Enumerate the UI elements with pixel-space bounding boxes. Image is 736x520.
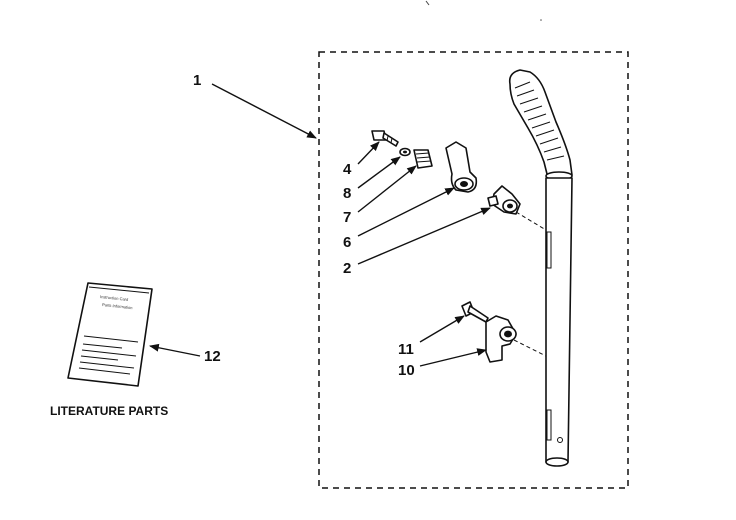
- callout-4: 4: [343, 161, 352, 178]
- booklet-title-line2: Parts Information: [102, 302, 133, 310]
- screw-part-11: [461, 301, 489, 323]
- clamp-part-2: [487, 185, 521, 215]
- bracket-part-10: [485, 315, 517, 363]
- callout-10: 10: [398, 362, 415, 379]
- leader-1: [211, 83, 317, 139]
- assembly-line-lower: [513, 339, 547, 357]
- leader-8: [357, 156, 401, 189]
- leader-11: [419, 315, 465, 343]
- leader-10: [419, 348, 487, 367]
- literature-booklet: Instruction Card Parts Information: [67, 282, 153, 387]
- booklet-title-line1: Instruction Card: [100, 294, 129, 302]
- leader-4: [357, 141, 380, 165]
- literature-parts-label: LITERATURE PARTS: [50, 404, 168, 418]
- callout-2: 2: [343, 260, 351, 277]
- callout-7: 7: [343, 209, 351, 226]
- release-lever-part-6: [445, 141, 478, 193]
- stray-mark: [425, 0, 430, 6]
- spring-part-7: [413, 149, 433, 169]
- callout-12: 12: [204, 348, 221, 365]
- leader-6: [357, 187, 455, 237]
- callout-6: 6: [343, 234, 351, 251]
- leader-7: [357, 165, 417, 213]
- kit-boundary: [318, 51, 629, 489]
- leader-12: [149, 343, 201, 357]
- stray-dot: [540, 19, 542, 21]
- callout-8: 8: [343, 185, 351, 202]
- washer-part-8: [399, 147, 411, 157]
- leader-2: [357, 207, 491, 265]
- callout-1: 1: [193, 72, 201, 89]
- assembly-line-upper: [515, 211, 547, 231]
- handle-tube: [508, 69, 573, 467]
- screw-part-4: [371, 130, 399, 147]
- callout-11: 11: [398, 341, 414, 358]
